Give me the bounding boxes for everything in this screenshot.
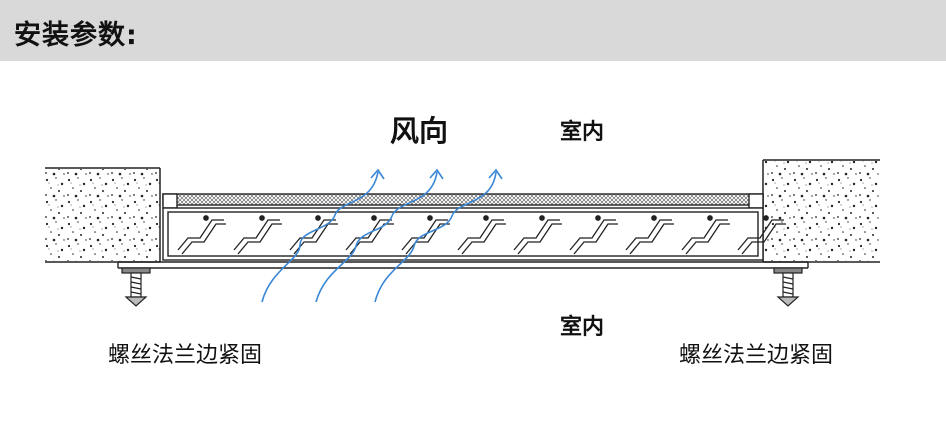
blade-pivot: [651, 215, 657, 221]
louvre-blade-edge: [237, 223, 282, 255]
airflow-arrow-2: [315, 171, 438, 303]
airflow-arrow-3: [374, 171, 497, 303]
airflow-arrow-3-head: [488, 168, 503, 180]
louvre-blade: [457, 219, 504, 251]
right-wall: [762, 159, 880, 263]
louvre-blade-edge: [461, 223, 506, 255]
left-screw-icon: [121, 267, 151, 307]
louvre-blade: [289, 219, 336, 251]
right-screw-note: 螺丝法兰边紧固: [679, 343, 834, 368]
louvre-blade-edge: [629, 223, 674, 255]
airflow-arrow-2-head: [429, 168, 444, 180]
louvre-blade: [737, 219, 784, 251]
blade-pivot: [315, 215, 321, 221]
left-screw-note: 螺丝法兰边紧固: [108, 343, 263, 368]
louvre-blades: [177, 215, 786, 255]
blade-pivot: [763, 215, 769, 221]
blade-pivot: [427, 215, 433, 221]
louvre-blade: [569, 219, 616, 251]
airflow-arrows: [261, 168, 503, 303]
louvre-blade: [233, 219, 280, 251]
louvre-blade: [345, 219, 392, 251]
blade-pivot: [483, 215, 489, 221]
section-header: 安装参数:: [0, 0, 946, 61]
left-wall: [45, 167, 161, 263]
airflow-arrow-1: [261, 171, 379, 303]
blade-pivot: [259, 215, 265, 221]
airflow-arrow-1-head: [370, 168, 385, 180]
indoor-top-label: 室内: [560, 120, 605, 145]
louvre-blade-edge: [405, 223, 450, 255]
louvre-blade-edge: [685, 223, 730, 255]
wind-direction-label: 风向: [390, 114, 449, 148]
indoor-bottom-label: 室内: [560, 315, 605, 340]
blade-pivot: [595, 215, 601, 221]
louvre-blade: [401, 219, 448, 251]
louvre-blade: [177, 219, 224, 251]
louvre-blade: [625, 219, 672, 251]
louvre-blade-edge: [573, 223, 618, 255]
blade-pivot: [371, 215, 377, 221]
installation-diagram: [45, 159, 880, 307]
louvre-blade-edge: [741, 223, 786, 255]
louvre-blade: [513, 219, 560, 251]
section-title: 安装参数:: [14, 20, 138, 51]
louvre-blade-edge: [517, 223, 562, 255]
louvre-blade-edge: [181, 223, 226, 255]
right-screw-icon: [773, 267, 803, 307]
blade-pivot: [203, 215, 209, 221]
louvre-blade: [681, 219, 728, 251]
blade-pivot: [539, 215, 545, 221]
blade-pivot: [707, 215, 713, 221]
